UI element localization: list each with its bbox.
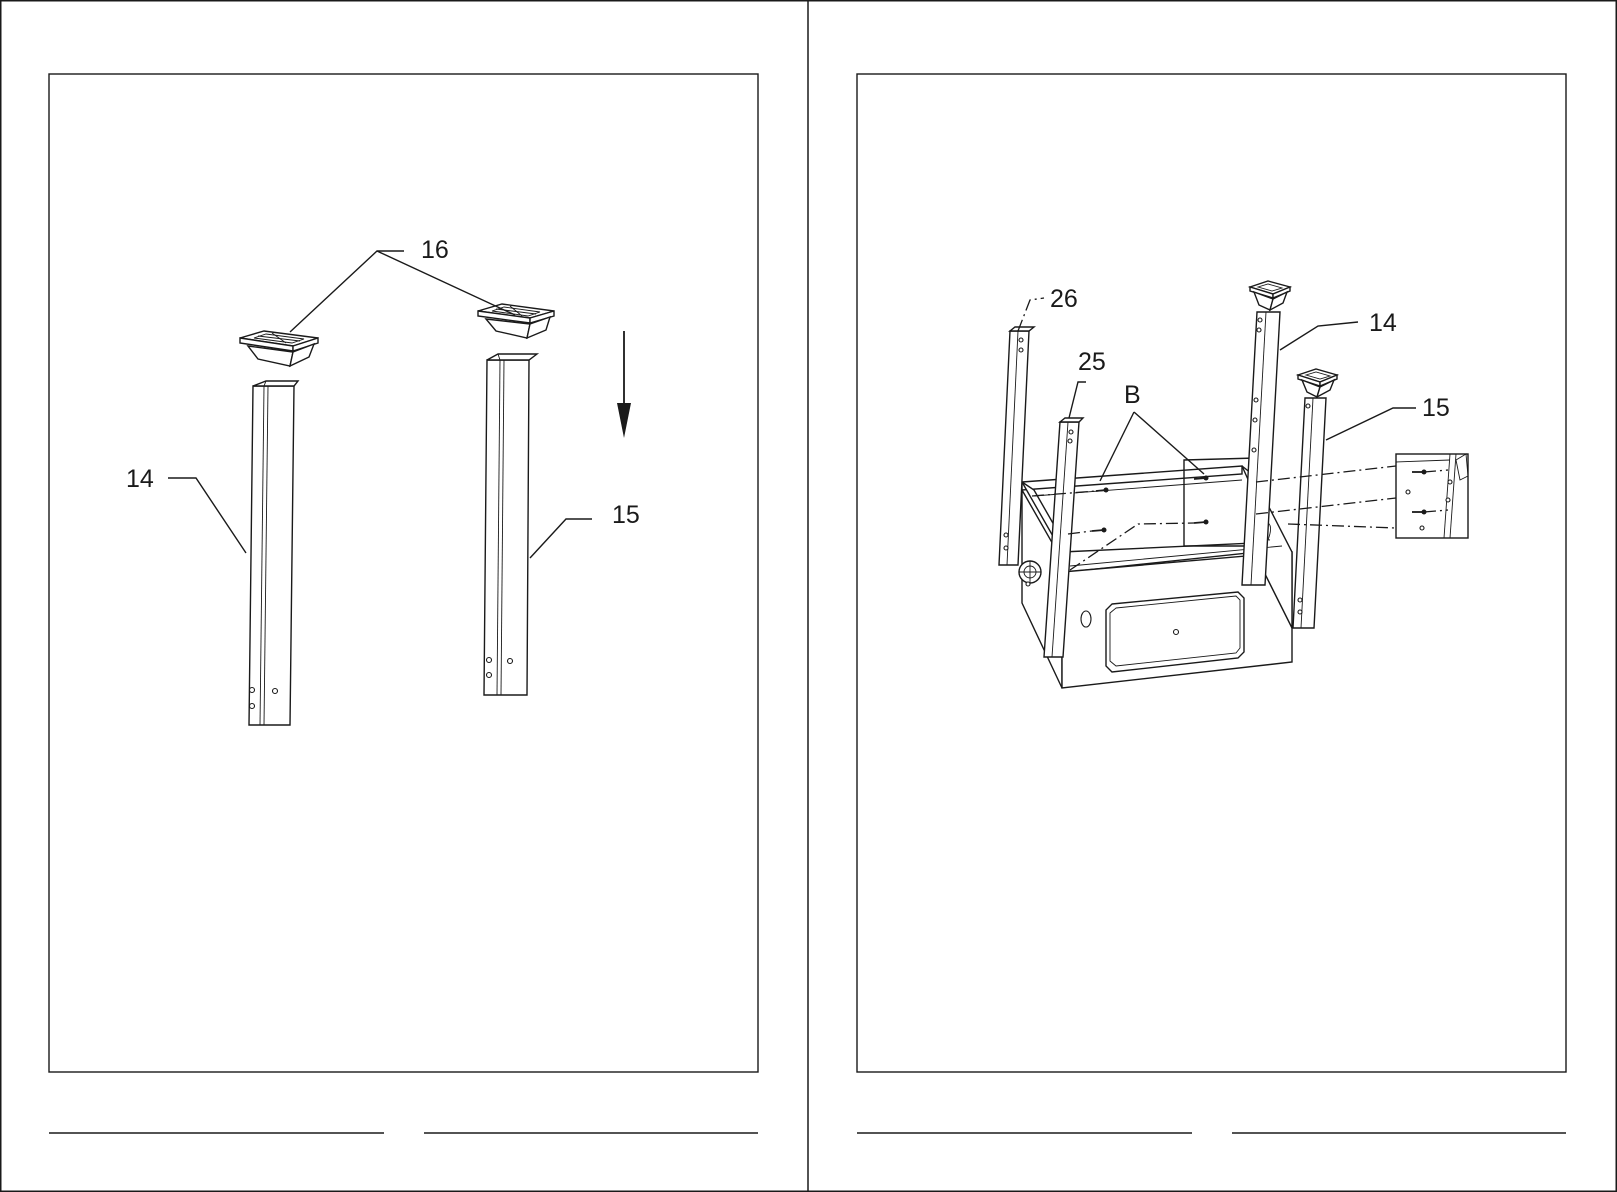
alignment-line-26 xyxy=(1018,298,1044,331)
leg-15-tube xyxy=(484,354,537,695)
detail-callout-box xyxy=(1396,454,1468,538)
callout-15-left: 15 xyxy=(612,501,640,529)
right-panel: 26 25 B 14 15 xyxy=(857,74,1566,1133)
alignment-line-4 xyxy=(1256,466,1396,482)
alignment-line-5 xyxy=(1256,498,1396,514)
callout-25: 25 xyxy=(1078,348,1106,376)
callout-14-right: 14 xyxy=(1369,309,1397,337)
leader-15-right xyxy=(1326,408,1416,440)
callout-b: B xyxy=(1124,381,1141,409)
down-arrow-icon xyxy=(617,331,631,438)
cap-16-right xyxy=(478,304,554,338)
left-panel: 16 14 15 xyxy=(49,74,758,1133)
leader-25 xyxy=(1069,382,1086,418)
leg-14-tube xyxy=(249,381,298,725)
leader-b-1 xyxy=(1100,412,1134,481)
callout-26: 26 xyxy=(1050,285,1078,313)
left-panel-border xyxy=(49,74,758,1072)
callout-14-left: 14 xyxy=(126,465,154,493)
leader-16 xyxy=(290,251,404,332)
leg-15-right xyxy=(1293,369,1337,628)
leader-14-left xyxy=(168,478,246,553)
callout-16: 16 xyxy=(421,236,449,264)
leader-14-right xyxy=(1280,322,1358,350)
cap-16-left xyxy=(240,331,318,366)
leader-15-left xyxy=(530,519,592,558)
callout-15-right: 15 xyxy=(1422,394,1450,422)
leader-b-2 xyxy=(1134,412,1204,474)
